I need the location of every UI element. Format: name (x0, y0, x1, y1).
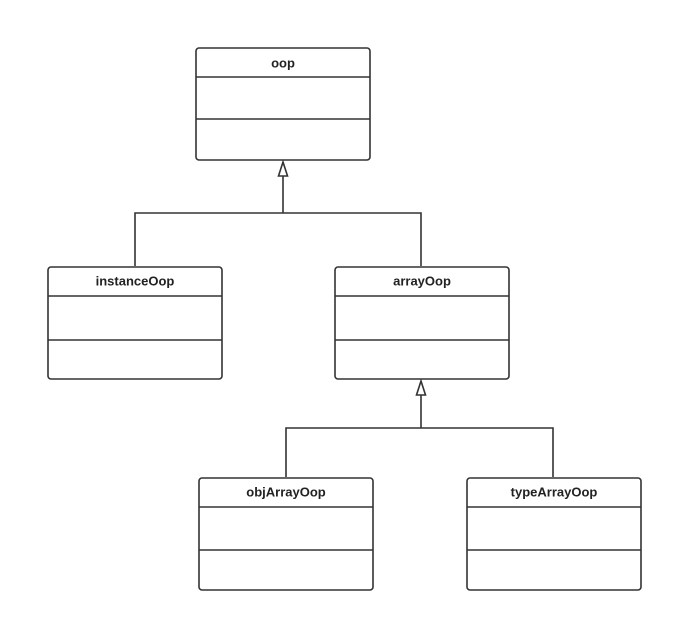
class-box-frame (195, 47, 371, 161)
connector-line-typearray (421, 427, 554, 477)
class-box-frame (466, 477, 642, 591)
inheritance-arrowhead-icon (277, 159, 289, 177)
class-box-objarrayoop[interactable]: objArrayOop (198, 477, 374, 591)
class-box-frame (334, 266, 510, 380)
class-box-oop[interactable]: oop (195, 47, 371, 161)
connector-line-objarray (285, 427, 421, 477)
class-box-instanceoop[interactable]: instanceOop (47, 266, 223, 380)
inheritance-connector-array (285, 378, 554, 477)
class-name-typearrayoop: typeArrayOop (511, 485, 598, 500)
class-box-arrayoop[interactable]: arrayOop (334, 266, 510, 380)
class-name-oop: oop (271, 56, 295, 71)
inheritance-connector-oop (134, 159, 422, 266)
class-name-instanceoop: instanceOop (96, 274, 175, 289)
class-box-frame (47, 266, 223, 380)
class-name-objarrayoop: objArrayOop (246, 485, 326, 500)
class-box-frame (198, 477, 374, 591)
class-name-arrayoop: arrayOop (393, 274, 451, 289)
class-box-typearrayoop[interactable]: typeArrayOop (466, 477, 642, 591)
connector-line-array (283, 212, 422, 266)
connector-line-instance (134, 212, 283, 266)
inheritance-arrowhead-icon (415, 378, 427, 396)
